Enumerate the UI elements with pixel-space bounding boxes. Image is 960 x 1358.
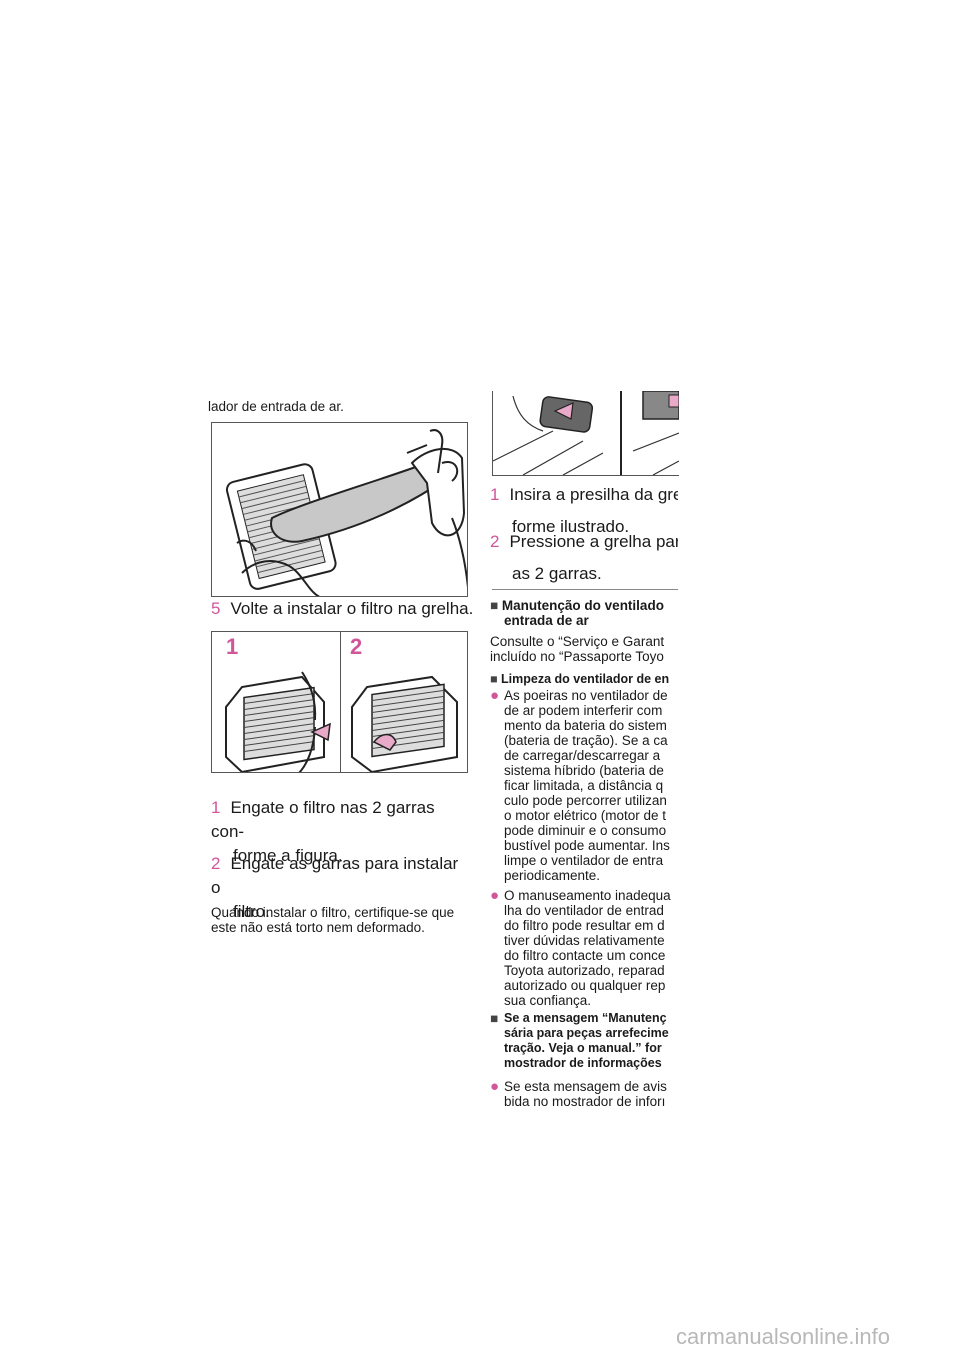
- left-step-2-line-2: filtro.: [233, 902, 270, 921]
- bullet-1-line-9: o motor elétrico (motor de t: [504, 808, 667, 823]
- section-warning-title-2: sária para peças arrefecime: [504, 1026, 669, 1040]
- left-step-2-line-1: Engate as garras para instalar o: [211, 854, 459, 897]
- bullet-1-line-10: pode diminuir e o consumo: [504, 823, 667, 838]
- bullet-2-line-2: lha do ventilador de entrad: [504, 903, 664, 918]
- right-step-1-line-1: Insira a presilha da gre: [509, 485, 678, 504]
- bullet-1-line-7: ficar limitada, a distância q: [504, 778, 664, 793]
- figure-install-filter: 1 2: [211, 631, 468, 773]
- section-cleaning-title: Limpeza do ventilador de en: [501, 672, 670, 686]
- bullet-3-line-1: Se esta mensagem de avis: [504, 1079, 667, 1094]
- figure-divider: [340, 632, 341, 772]
- bullet-1-line-6: sistema híbrido (bateria de: [504, 763, 664, 778]
- left-step-5: 5 Volte a instalar o filtro na grelha.: [211, 597, 473, 621]
- bullet-2-line-7: autorizado ou qualquer rep: [504, 978, 666, 993]
- bullet-2-line-3: do filtro pode resultar em d: [504, 918, 665, 933]
- right-step-2: 2 Pressione a grelha para as 2 garras.: [490, 530, 678, 586]
- section-cleaning: ■ Limpeza do ventilador de en: [490, 672, 678, 687]
- top-fragment: lador de entrada de ar.: [208, 399, 344, 414]
- section-warning-title-4: mostrador de informações: [504, 1056, 662, 1070]
- section-divider: [492, 589, 678, 590]
- bullet-3: ● Se esta mensagem de avis bida no mostr…: [490, 1079, 678, 1109]
- left-step-5-number: 5: [211, 599, 221, 618]
- left-step-5-text: Volte a instalar o filtro na grelha.: [230, 599, 474, 618]
- bullet-2-marker: ●: [490, 888, 500, 904]
- section-maintenance-body-2: incluído no “Passaporte Toyo: [490, 649, 664, 664]
- bullet-1-line-1: As poeiras no ventilador de: [504, 688, 668, 703]
- section-warning-title-3: tração. Veja o manual.” for: [504, 1041, 662, 1055]
- bullet-2-line-8: sua confiança.: [504, 993, 592, 1008]
- section-warning: ■ Se a mensagem “Manutenç sária para peç…: [490, 1011, 678, 1071]
- left-step-2-number: 2: [211, 854, 221, 873]
- install-filter-illustration: [225, 671, 458, 772]
- bullet-1-line-3: mento da bateria do sistem: [504, 718, 667, 733]
- section-warning-title-1: Se a mensagem “Manutenç: [504, 1011, 667, 1025]
- right-step-1: 1 Insira a presilha da gre forme ilustrad…: [490, 483, 678, 539]
- left-note: Quando instalar o filtro, certifique-se …: [211, 905, 471, 935]
- figure-label-1: 1: [226, 634, 239, 659]
- section-maintenance-title-2: entrada de ar: [504, 613, 589, 628]
- bullet-2: ● O manuseamento inadequa lha do ventila…: [490, 888, 678, 1008]
- bullet-1-line-13: periodicamente.: [504, 868, 601, 883]
- section-maintenance-marker: ■: [490, 598, 499, 613]
- bullet-1-line-11: bustível pode aumentar. Ins: [504, 838, 670, 853]
- bullet-2-line-6: Toyota autorizado, reparad: [504, 963, 665, 978]
- figure-vacuum-filter: [211, 422, 468, 597]
- figure-grille-installation: [492, 391, 679, 476]
- right-step-2-line-1: Pressione a grelha para: [509, 532, 678, 551]
- bullet-2-line-4: tiver dúvidas relativamente: [504, 933, 665, 948]
- left-step-1-number: 1: [211, 798, 221, 817]
- left-note-line-1: Quando instalar o filtro, certifique-se …: [211, 905, 455, 920]
- right-step-2-line-2: as 2 garras.: [512, 564, 602, 583]
- watermark: carmanualsonline.info: [676, 1324, 891, 1349]
- section-maintenance: ■ Manutenção do ventilado entrada de ar …: [490, 598, 678, 664]
- grille-installation-illustration: [493, 391, 679, 475]
- bullet-1-line-2: de ar podem interferir com: [504, 703, 663, 718]
- right-step-1-line-2: forme ilustrado.: [512, 517, 630, 536]
- bullet-1-line-8: culo pode percorrer utilizan: [504, 793, 667, 808]
- bullet-1-line-12: limpe o ventilador de entra: [504, 853, 664, 868]
- bullet-1-line-5: de carregar/descarregar a: [504, 748, 661, 763]
- section-warning-marker: ■: [490, 1011, 499, 1026]
- left-step-1-line-1: Engate o filtro nas 2 garras con-: [211, 798, 435, 841]
- right-step-2-number: 2: [490, 532, 500, 551]
- section-cleaning-marker: ■: [490, 672, 498, 686]
- section-maintenance-title-1: Manutenção do ventilado: [501, 598, 664, 613]
- bullet-2-line-1: O manuseamento inadequa: [504, 888, 671, 903]
- vacuum-filter-illustration: [225, 429, 467, 596]
- bullet-1: ● As poeiras no ventilador de de ar pode…: [490, 688, 678, 883]
- figure-label-2: 2: [350, 634, 363, 659]
- bullet-1-line-4: (bateria de tração). Se a ca: [504, 733, 668, 748]
- bullet-3-marker: ●: [490, 1079, 500, 1095]
- bullet-3-line-2: bida no mostrador de inforı: [504, 1094, 666, 1109]
- left-note-line-2: este não está torto nem deformado.: [211, 920, 425, 935]
- section-maintenance-body-1: Consulte o “Serviço e Garant: [490, 634, 665, 649]
- bullet-1-marker: ●: [490, 688, 500, 704]
- right-step-1-number: 1: [490, 485, 500, 504]
- bullet-2-line-5: do filtro contacte um conce: [504, 948, 666, 963]
- left-step-1-line-2: forme a figura.: [233, 846, 343, 865]
